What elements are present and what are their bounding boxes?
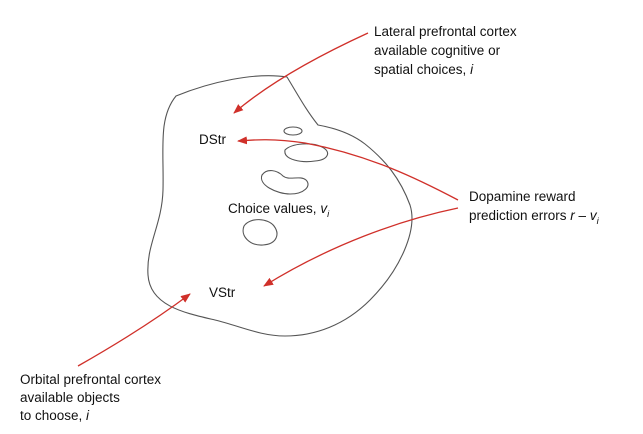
choice-values-var: v [320, 201, 328, 216]
orbital-pfc-line1: Orbital prefrontal cortex [20, 372, 161, 387]
lateral-pfc-line3-text: spatial choices, [374, 62, 470, 77]
dopamine-var-r: r [570, 208, 575, 223]
dopamine-minus: – [575, 208, 590, 223]
blob-middle [260, 170, 309, 195]
dopamine-line2-text: prediction errors [469, 208, 570, 223]
striatum-outline [147, 75, 413, 337]
lateral-pfc-line3: spatial choices, i [374, 62, 474, 77]
small-blob [283, 126, 303, 136]
dopamine-var-v: v [590, 208, 598, 223]
dopamine-line2: prediction errors r – vi [469, 208, 600, 227]
orbital-pfc-line2: available objects [20, 390, 120, 405]
orbital-pfc-arrow [77, 293, 191, 367]
blob-lower [242, 219, 278, 246]
dopamine-to-dstr-arrow [237, 136, 459, 201]
lateral-pfc-text: Lateral prefrontal cortex available cogn… [374, 24, 517, 77]
lateral-pfc-arrow [233, 32, 369, 114]
dopamine-to-vstr-arrow [263, 207, 459, 287]
lateral-pfc-line3-var: i [470, 62, 474, 77]
dstr-label: DStr [199, 132, 227, 147]
orbital-pfc-line3-var: i [86, 408, 90, 423]
choice-values-label: Choice values, vi [228, 201, 330, 220]
vstr-label: VStr [209, 285, 236, 300]
orbital-pfc-line3-text: to choose, [20, 408, 86, 423]
dopamine-line1: Dopamine reward [469, 189, 576, 204]
lateral-pfc-line1: Lateral prefrontal cortex [374, 24, 517, 39]
orbital-pfc-text: Orbital prefrontal cortex available obje… [20, 372, 161, 423]
lateral-pfc-line2: available cognitive or [374, 43, 501, 58]
choice-values-sub: i [327, 209, 330, 220]
choice-values-text: Choice values, [228, 201, 320, 216]
blob-upper [284, 143, 329, 163]
dopamine-sub: i [597, 216, 600, 227]
orbital-pfc-line3: to choose, i [20, 408, 90, 423]
dopamine-text: Dopamine reward prediction errors r – vi [469, 189, 600, 227]
